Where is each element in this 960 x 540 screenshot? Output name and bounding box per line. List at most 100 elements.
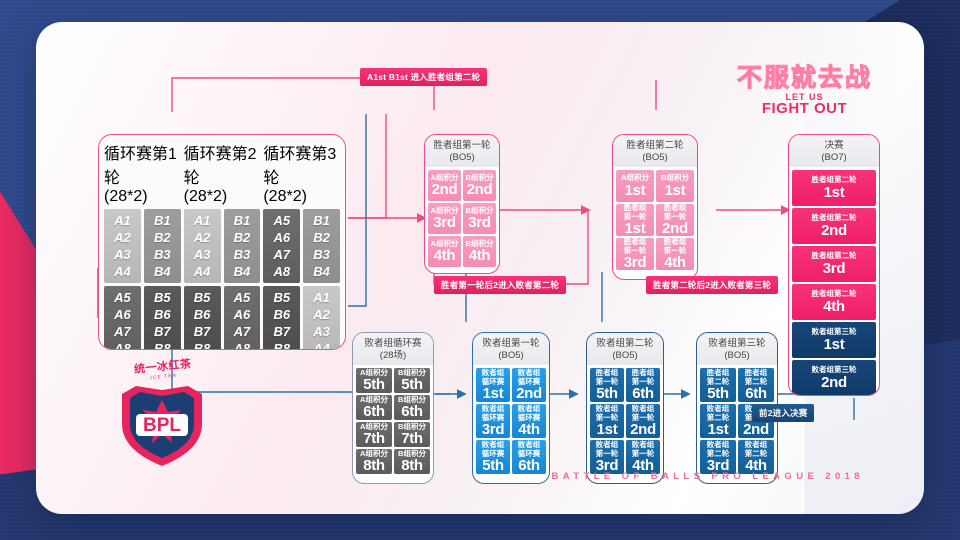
bracket-slot-label: 胜者组第一轮 [623, 237, 647, 255]
bpl-logo: 统一冰红茶 ICE TEA BPL [106, 358, 218, 472]
winners-round2-title: 胜者组第二轮 (BO5) [613, 135, 697, 167]
group-team-code: B4 [233, 264, 251, 279]
bracket-slot-label: A组积分 [360, 448, 388, 458]
bracket-slot-rank: 6th [401, 403, 423, 421]
bracket-slot-rank: 1st [624, 220, 646, 237]
group-team-code: B7 [273, 324, 291, 339]
group-team-code: A3 [193, 247, 211, 262]
bracket-slot-label: 败者组第一轮 [595, 404, 619, 422]
bracket-slot-label: B组积分 [661, 173, 689, 183]
connector-tag-top: A1st B1st 进入胜者组第二轮 [360, 68, 488, 86]
bracket-slot-rank: 3rd [822, 259, 846, 277]
group-stage-column-title: 循环赛第3轮(28*2) [263, 140, 340, 206]
losers-round2-title: 败者组第二轮 (BO5) [587, 333, 663, 365]
bracket-slot-label: 败者组第二轮 [744, 440, 768, 458]
group-team-code: B8 [193, 341, 211, 350]
bracket-slot-rank: 5th [596, 385, 618, 402]
bracket-slot-rank: 4th [745, 457, 767, 474]
bracket-slot-rank: 6th [632, 385, 654, 402]
group-stage-column-title-text: 循环赛第1轮 [104, 146, 177, 187]
group-stage-column-subtitle: (28*2) [104, 188, 148, 205]
bracket-slot-rank: 5th [363, 376, 385, 394]
group-team-code: A8 [114, 341, 131, 350]
group-team-code: B7 [193, 324, 211, 339]
bracket-slot-rank: 4th [433, 247, 456, 265]
bracket-slot-rank: 8th [363, 457, 385, 475]
group-team-code: A3 [313, 324, 330, 339]
bracket-slot-label: 败者组循环赛 [517, 404, 541, 422]
group-team-code: B1 [313, 213, 330, 228]
connector-tag-mid-left: 胜者第一轮后2进入败者第二轮 [434, 276, 567, 294]
group-team-code: B6 [153, 307, 171, 322]
bracket-slot-rank: 4th [823, 297, 845, 315]
losers-round3-title: 败者组第三轮 (BO5) [697, 333, 777, 365]
bracket-slot-label: A组积分 [360, 394, 388, 404]
group-team-code: B5 [193, 290, 211, 305]
bracket-slot-rank: 2nd [431, 181, 458, 199]
group-team-code: B3 [153, 247, 171, 262]
bracket-slot-rank: 7th [401, 430, 423, 448]
group-team-code: A8 [273, 264, 291, 279]
bracket-slot-label: A组积分 [621, 173, 649, 183]
bracket-slot-rank: 6th [363, 403, 385, 421]
bracket-slot-rank: 4th [518, 421, 540, 438]
group-team-code: B8 [153, 341, 171, 350]
bracket-slot-label: 败者组第二轮 [706, 404, 730, 422]
bracket-slot-rank: 1st [482, 385, 504, 402]
bracket-slot-label: B组积分 [398, 448, 426, 458]
bracket-slot-rank: 4th [664, 254, 686, 271]
bracket-slot-rank: 2nd [821, 373, 847, 391]
group-stage-column-title: 循环赛第1轮(28*2) [104, 140, 181, 206]
group-team-code: B3 [233, 247, 251, 262]
losers-roundrobin-subtitle: (28场) [379, 349, 407, 361]
bracket-slot-rank: 6th [518, 457, 540, 474]
bracket-slot-label: A组积分 [430, 172, 459, 182]
bracket-slot-label: 败者组第三轮 [811, 365, 857, 375]
bracket-slot-label: 胜者组第一轮 [595, 368, 619, 386]
bracket-slot-label: B组积分 [398, 394, 426, 404]
group-team-code: B3 [313, 247, 330, 262]
bracket-slot-label: 胜者组第一轮 [631, 368, 655, 386]
losers-roundrobin-title: 败者组循环赛 (28场) [353, 333, 433, 365]
group-team-code: A5 [273, 213, 291, 228]
losers-round2-subtitle: (BO5) [612, 349, 638, 361]
bracket-slot-label: B组积分 [465, 172, 494, 182]
bracket-slot-rank: 5th [401, 376, 423, 394]
bracket-slot-label: 胜者组第一轮 [663, 237, 687, 255]
